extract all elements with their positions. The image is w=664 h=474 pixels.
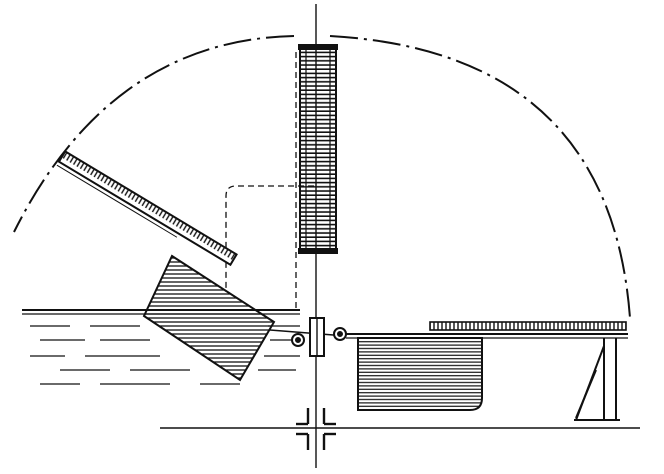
crosshair-mark xyxy=(296,408,336,450)
housing-arc-left xyxy=(13,35,295,233)
pivot-hinge xyxy=(269,317,347,357)
support-bracket xyxy=(574,338,620,421)
horizontal-rack xyxy=(346,321,628,339)
hatched-block-left xyxy=(142,254,276,382)
housing-arc-right xyxy=(329,35,631,319)
hatched-block-right xyxy=(357,337,483,411)
dashed-linkage xyxy=(225,52,314,308)
inclined-arm xyxy=(56,150,238,267)
ribbed-column xyxy=(298,44,338,254)
